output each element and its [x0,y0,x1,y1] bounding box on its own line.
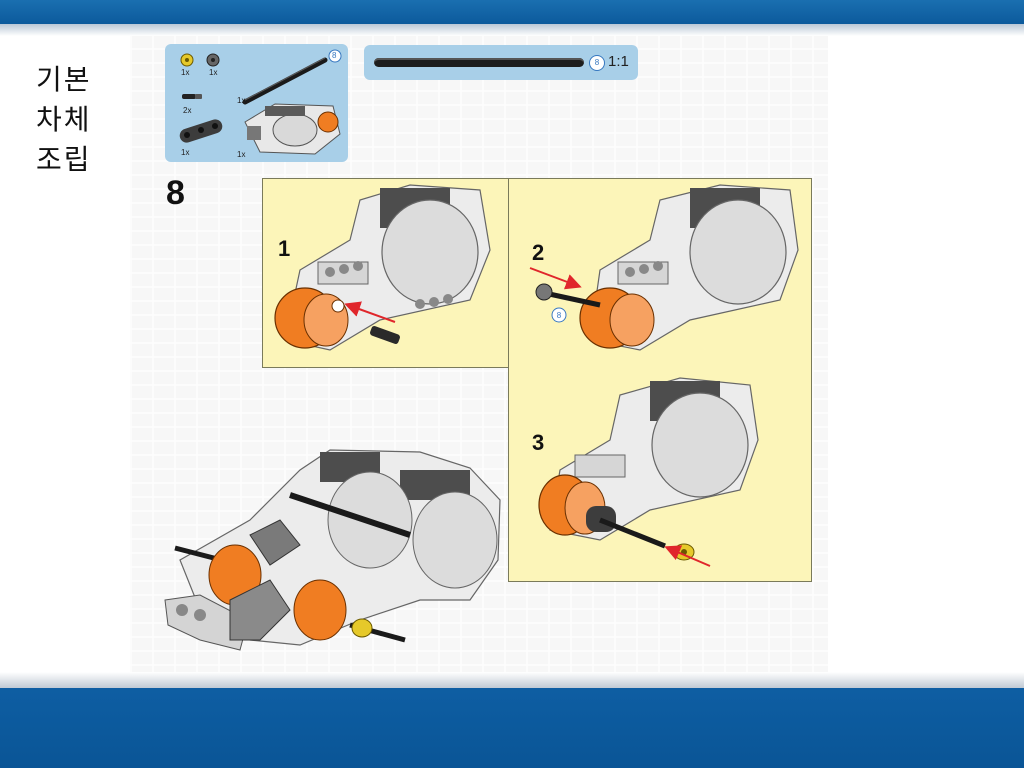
title-line-3: 조립 [36,143,92,176]
step-number: 8 [166,174,185,212]
chassis-assembly-icon [164,449,501,651]
arrow-icon [664,545,711,567]
bottom-bar-shadow [0,672,1024,690]
part-qty-label: 1x [237,96,246,105]
arrow-icon [344,301,396,323]
part-qty-label: 2x [183,106,192,115]
top-bar-shadow [0,24,1024,36]
parts-badge-label: 8 [332,51,337,60]
servo-motor-icon [579,184,799,351]
axle-length-badge-icon [551,307,567,323]
slide-title: 기본 차체 조립 [36,60,116,180]
yellow-bushing-icon [180,53,194,67]
servo-motor-icon [274,184,491,351]
servo-motor-icon [538,377,759,549]
beam-3-icon [179,119,223,143]
parts-callout: 1x 1x 1x 2x 1x 1x 8 [165,44,348,162]
title-line-2: 차체 [36,103,92,136]
part-qty-label: 1x [181,68,190,77]
axle-scale-icon [374,58,584,67]
parts-badge-icon [328,49,342,63]
dark-bushing-icon [206,53,220,67]
substep-number: 2 [532,240,545,265]
substep-number: 1 [278,236,291,261]
axle-8-icon [535,283,601,308]
title-line-1: 기본 [36,63,92,96]
substep-number: 3 [532,430,545,455]
servo-motor-icon [244,103,341,155]
part-qty-label: 1x [209,68,218,77]
top-bar [0,0,1024,24]
axle-8-icon [242,57,328,105]
arrow-icon [529,267,582,290]
substep-2-badge: 8 [557,311,562,320]
scale-label: 1:1 [608,53,629,70]
pin-icon [370,326,400,344]
parts-callout-art [179,49,342,155]
axle-length-badge: 8 [589,55,605,71]
bottom-bar [0,688,1024,768]
part-qty-label: 1x [181,148,190,157]
pin-icon [182,94,202,99]
part-qty-label: 1x [237,150,246,159]
axle-scale-callout: 8 1:1 [364,45,638,80]
